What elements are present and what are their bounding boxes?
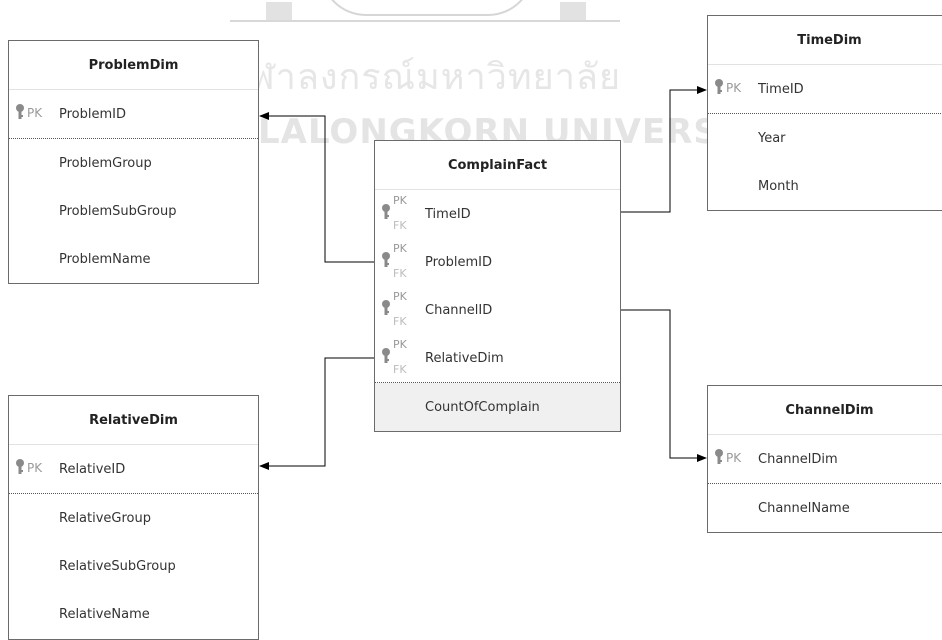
attribute-row[interactable]: Month [708, 162, 942, 210]
measure-row[interactable]: CountOfComplain [375, 383, 620, 431]
attribute-row[interactable]: RelativeSubGroup [9, 542, 258, 590]
key-icon [381, 300, 391, 320]
key-field-name: ProblemID [425, 254, 492, 270]
key-row[interactable]: PK TimeID [708, 65, 942, 113]
key-icon [714, 79, 724, 99]
problem-dim-table[interactable]: ProblemDim PK ProblemID ProblemGroup Pro… [8, 40, 259, 284]
key-row[interactable]: PK FK ProblemID [375, 238, 620, 286]
pk-badge: PK [393, 194, 407, 207]
complain-fact-table[interactable]: ComplainFact PK FK TimeID PK FK ProblemI… [374, 140, 621, 432]
pk-badge: PK [27, 106, 43, 120]
attribute-row[interactable]: Year [708, 114, 942, 162]
watermark-logo [230, 0, 620, 22]
key-icon [15, 104, 25, 124]
attribute-row[interactable]: ProblemGroup [9, 139, 258, 187]
key-icon [714, 449, 724, 469]
attribute-name: Year [758, 130, 786, 146]
connector-relative [259, 357, 374, 470]
watermark-thai-text: ฬาลงกรณ์มหาวิทยาลัย [250, 57, 622, 98]
key-icon [381, 204, 391, 224]
attribute-row[interactable]: ProblemName [9, 235, 258, 283]
key-row[interactable]: PK FK ChannelID [375, 286, 620, 334]
pk-badge: PK [393, 242, 407, 255]
key-field-name: RelativeID [59, 461, 126, 477]
key-field-name: TimeID [758, 81, 804, 97]
attribute-row[interactable]: ProblemSubGroup [9, 187, 258, 235]
pk-badge: PK [393, 290, 407, 303]
channel-dim-table[interactable]: ChannelDim PK ChannelDim ChannelName [707, 385, 942, 533]
key-icon [15, 459, 25, 479]
attribute-name: ProblemName [59, 251, 151, 267]
fk-badge: FK [393, 267, 407, 280]
pk-badge: PK [726, 81, 742, 95]
key-row[interactable]: PK FK RelativeDim [375, 334, 620, 382]
time-dim-table[interactable]: TimeDim PK TimeID Year Month [707, 15, 942, 211]
table-title: ChannelDim [708, 386, 942, 435]
fk-badge: FK [393, 315, 407, 328]
pk-badge: PK [393, 338, 407, 351]
attribute-name: RelativeName [59, 606, 150, 622]
key-row[interactable]: PK ProblemID [9, 90, 258, 138]
connector-problem [259, 112, 374, 263]
key-field-name: ProblemID [59, 106, 126, 122]
connector-time [620, 86, 707, 213]
table-title: ComplainFact [375, 141, 620, 190]
attribute-name: RelativeSubGroup [59, 558, 176, 574]
key-field-name: ChannelID [425, 302, 493, 318]
key-icon [381, 252, 391, 272]
measure-name: CountOfComplain [425, 399, 540, 415]
table-title: TimeDim [708, 16, 942, 65]
attribute-row[interactable]: ChannelName [708, 484, 942, 532]
key-row[interactable]: PK RelativeID [9, 445, 258, 493]
key-field-name: TimeID [425, 206, 471, 222]
attribute-name: ProblemSubGroup [59, 203, 177, 219]
pk-badge: PK [27, 461, 43, 475]
fk-badge: FK [393, 219, 407, 232]
attribute-name: ProblemGroup [59, 155, 152, 171]
attribute-name: Month [758, 178, 799, 194]
pk-badge: PK [726, 451, 742, 465]
table-title: RelativeDim [9, 396, 258, 445]
key-row[interactable]: PK ChannelDim [708, 435, 942, 483]
connector-channel [620, 309, 707, 462]
key-field-name: ChannelDim [758, 451, 838, 467]
key-row[interactable]: PK FK TimeID [375, 190, 620, 238]
attribute-name: RelativeGroup [59, 510, 152, 526]
fk-badge: FK [393, 363, 407, 376]
attribute-row[interactable]: RelativeGroup [9, 494, 258, 542]
attribute-name: ChannelName [758, 500, 850, 516]
relative-dim-table[interactable]: RelativeDim PK RelativeID RelativeGroup … [8, 395, 259, 640]
table-title: ProblemDim [9, 41, 258, 90]
key-icon [381, 348, 391, 368]
attribute-row[interactable]: RelativeName [9, 590, 258, 638]
key-field-name: RelativeDim [425, 350, 504, 366]
